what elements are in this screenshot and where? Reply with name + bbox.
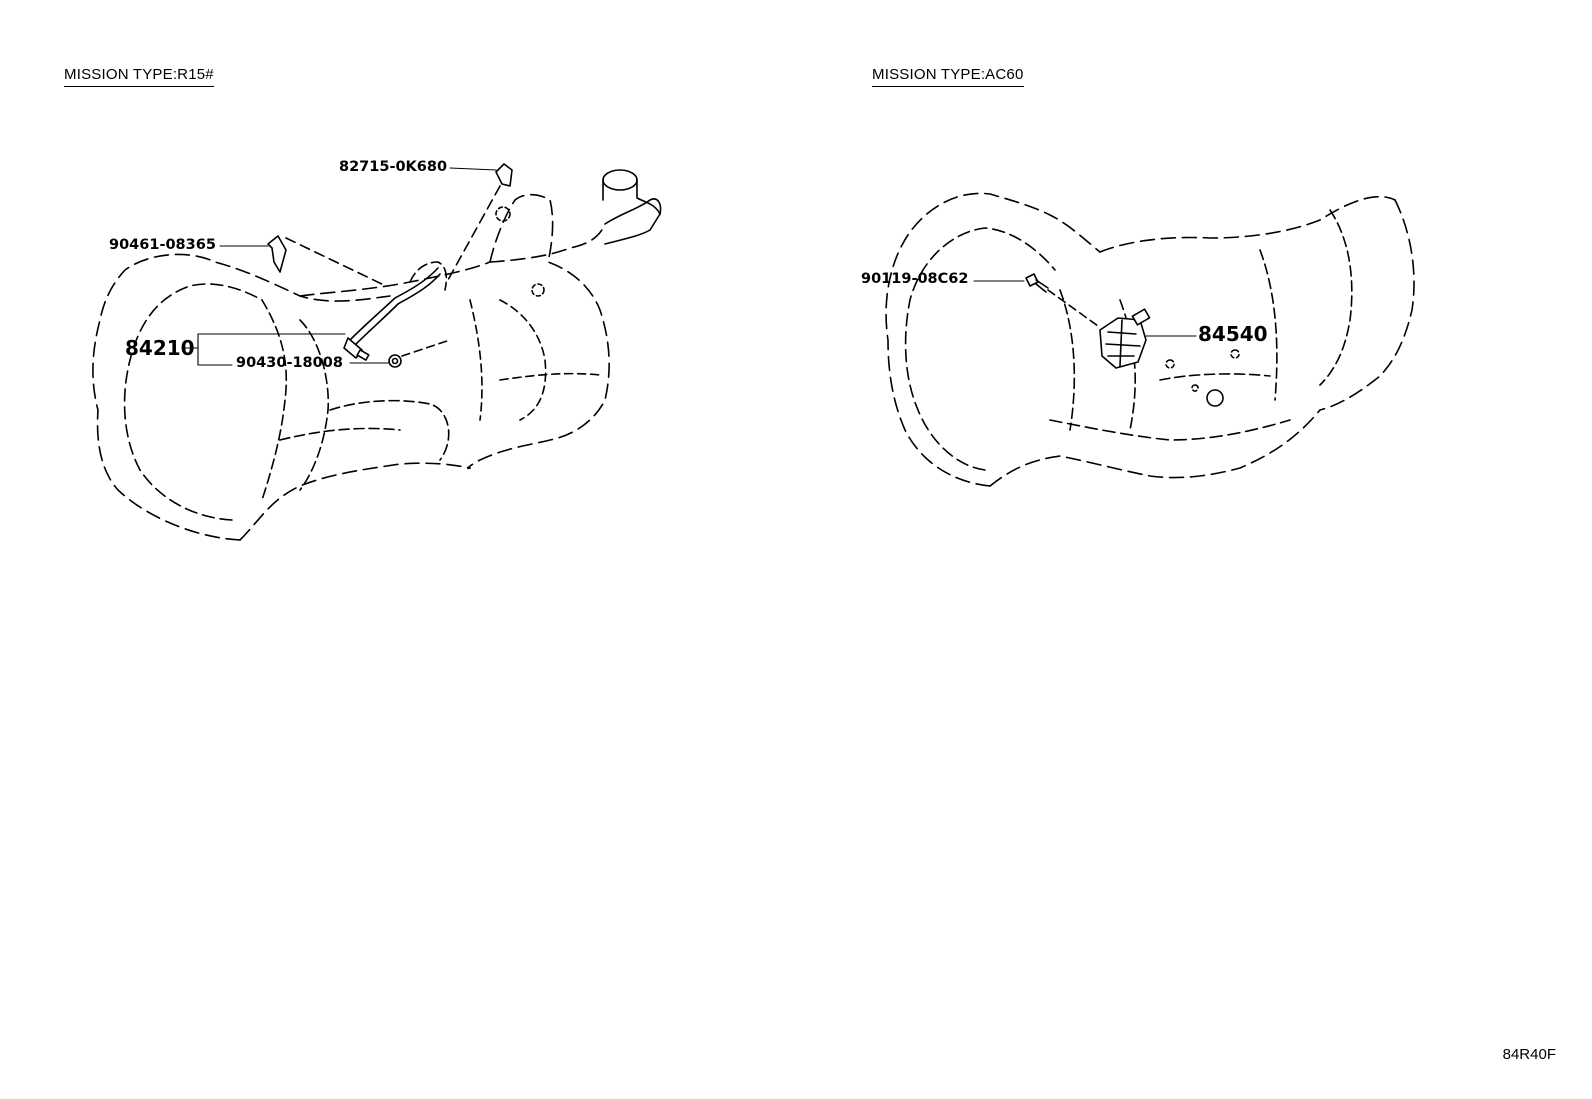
left-bellhousing-outline <box>92 253 391 541</box>
left-extension-detail-1 <box>499 299 547 421</box>
left-clamp <box>267 235 287 273</box>
right-bolt-shank <box>1035 279 1049 293</box>
left-case-rib-2 <box>299 319 330 491</box>
left-clamp-dash <box>285 237 387 287</box>
right-bolt-dash <box>1047 289 1099 327</box>
right-sensor-detail <box>1105 319 1141 367</box>
left-case-rib-1 <box>261 299 288 501</box>
left-clip-dash <box>447 185 501 281</box>
right-tailhousing-inner <box>1319 209 1353 386</box>
left-case-rib-4 <box>279 427 401 441</box>
left-case-boss-2 <box>495 206 511 222</box>
right-case-bolt-holes <box>1165 349 1240 392</box>
part-number-90461-08365[interactable]: 90461-08365 <box>109 237 216 253</box>
left-extension-body <box>467 193 610 470</box>
left-extension-detail-3 <box>499 372 601 381</box>
right-sensor-connector <box>1131 308 1151 326</box>
left-leader-lines <box>181 167 497 366</box>
left-case-rib-3 <box>329 399 450 461</box>
right-case-boss <box>1206 389 1224 407</box>
ac60-transmission-drawing <box>885 192 1415 487</box>
left-extension-upper <box>489 223 606 263</box>
right-leader-lines <box>973 280 1197 337</box>
left-bellhousing-inner <box>123 283 263 521</box>
left-washer <box>388 354 402 368</box>
left-sensor-wire-2 <box>354 273 441 346</box>
left-sensor-wire <box>349 267 439 341</box>
left-sensor-tip <box>356 349 370 361</box>
part-number-90119-08c62[interactable]: 90119-08C62 <box>861 271 969 287</box>
left-case-top <box>299 261 491 297</box>
r15-transmission-drawing <box>92 163 662 541</box>
right-case-top <box>1099 195 1396 253</box>
left-extension-tube-body <box>602 179 661 215</box>
part-number-84210[interactable]: 84210 <box>125 336 195 360</box>
left-extension-detail-2 <box>469 299 483 421</box>
left-case-boss-1 <box>531 283 545 297</box>
left-clip <box>495 163 513 187</box>
left-extension-tube-end <box>602 169 638 191</box>
left-tower <box>409 261 448 291</box>
right-bellhousing-inner <box>904 227 1056 471</box>
part-number-90430-18008[interactable]: 90430-18008 <box>236 355 343 371</box>
right-rib-1 <box>1059 289 1076 431</box>
right-sensor-body <box>1099 317 1147 369</box>
section-title-ac60: MISSION TYPE:AC60 <box>872 66 1024 87</box>
illustration-code: 84R40F <box>1502 1046 1556 1063</box>
left-washer-dash <box>401 339 451 357</box>
right-tailhousing <box>1319 199 1415 411</box>
right-rib-4 <box>1159 373 1271 381</box>
right-case-bottom <box>989 409 1321 487</box>
part-number-84540[interactable]: 84540 <box>1198 322 1268 346</box>
part-number-82715-0k680[interactable]: 82715-0K680 <box>339 159 448 175</box>
right-rib-3 <box>1259 249 1278 401</box>
left-washer-hole <box>391 357 399 365</box>
section-title-r15: MISSION TYPE:R15# <box>64 66 214 87</box>
right-bellhousing-outline <box>885 192 1101 487</box>
left-case-bottom <box>239 462 471 541</box>
right-pan <box>1049 419 1291 441</box>
left-extension-tube <box>604 198 662 245</box>
